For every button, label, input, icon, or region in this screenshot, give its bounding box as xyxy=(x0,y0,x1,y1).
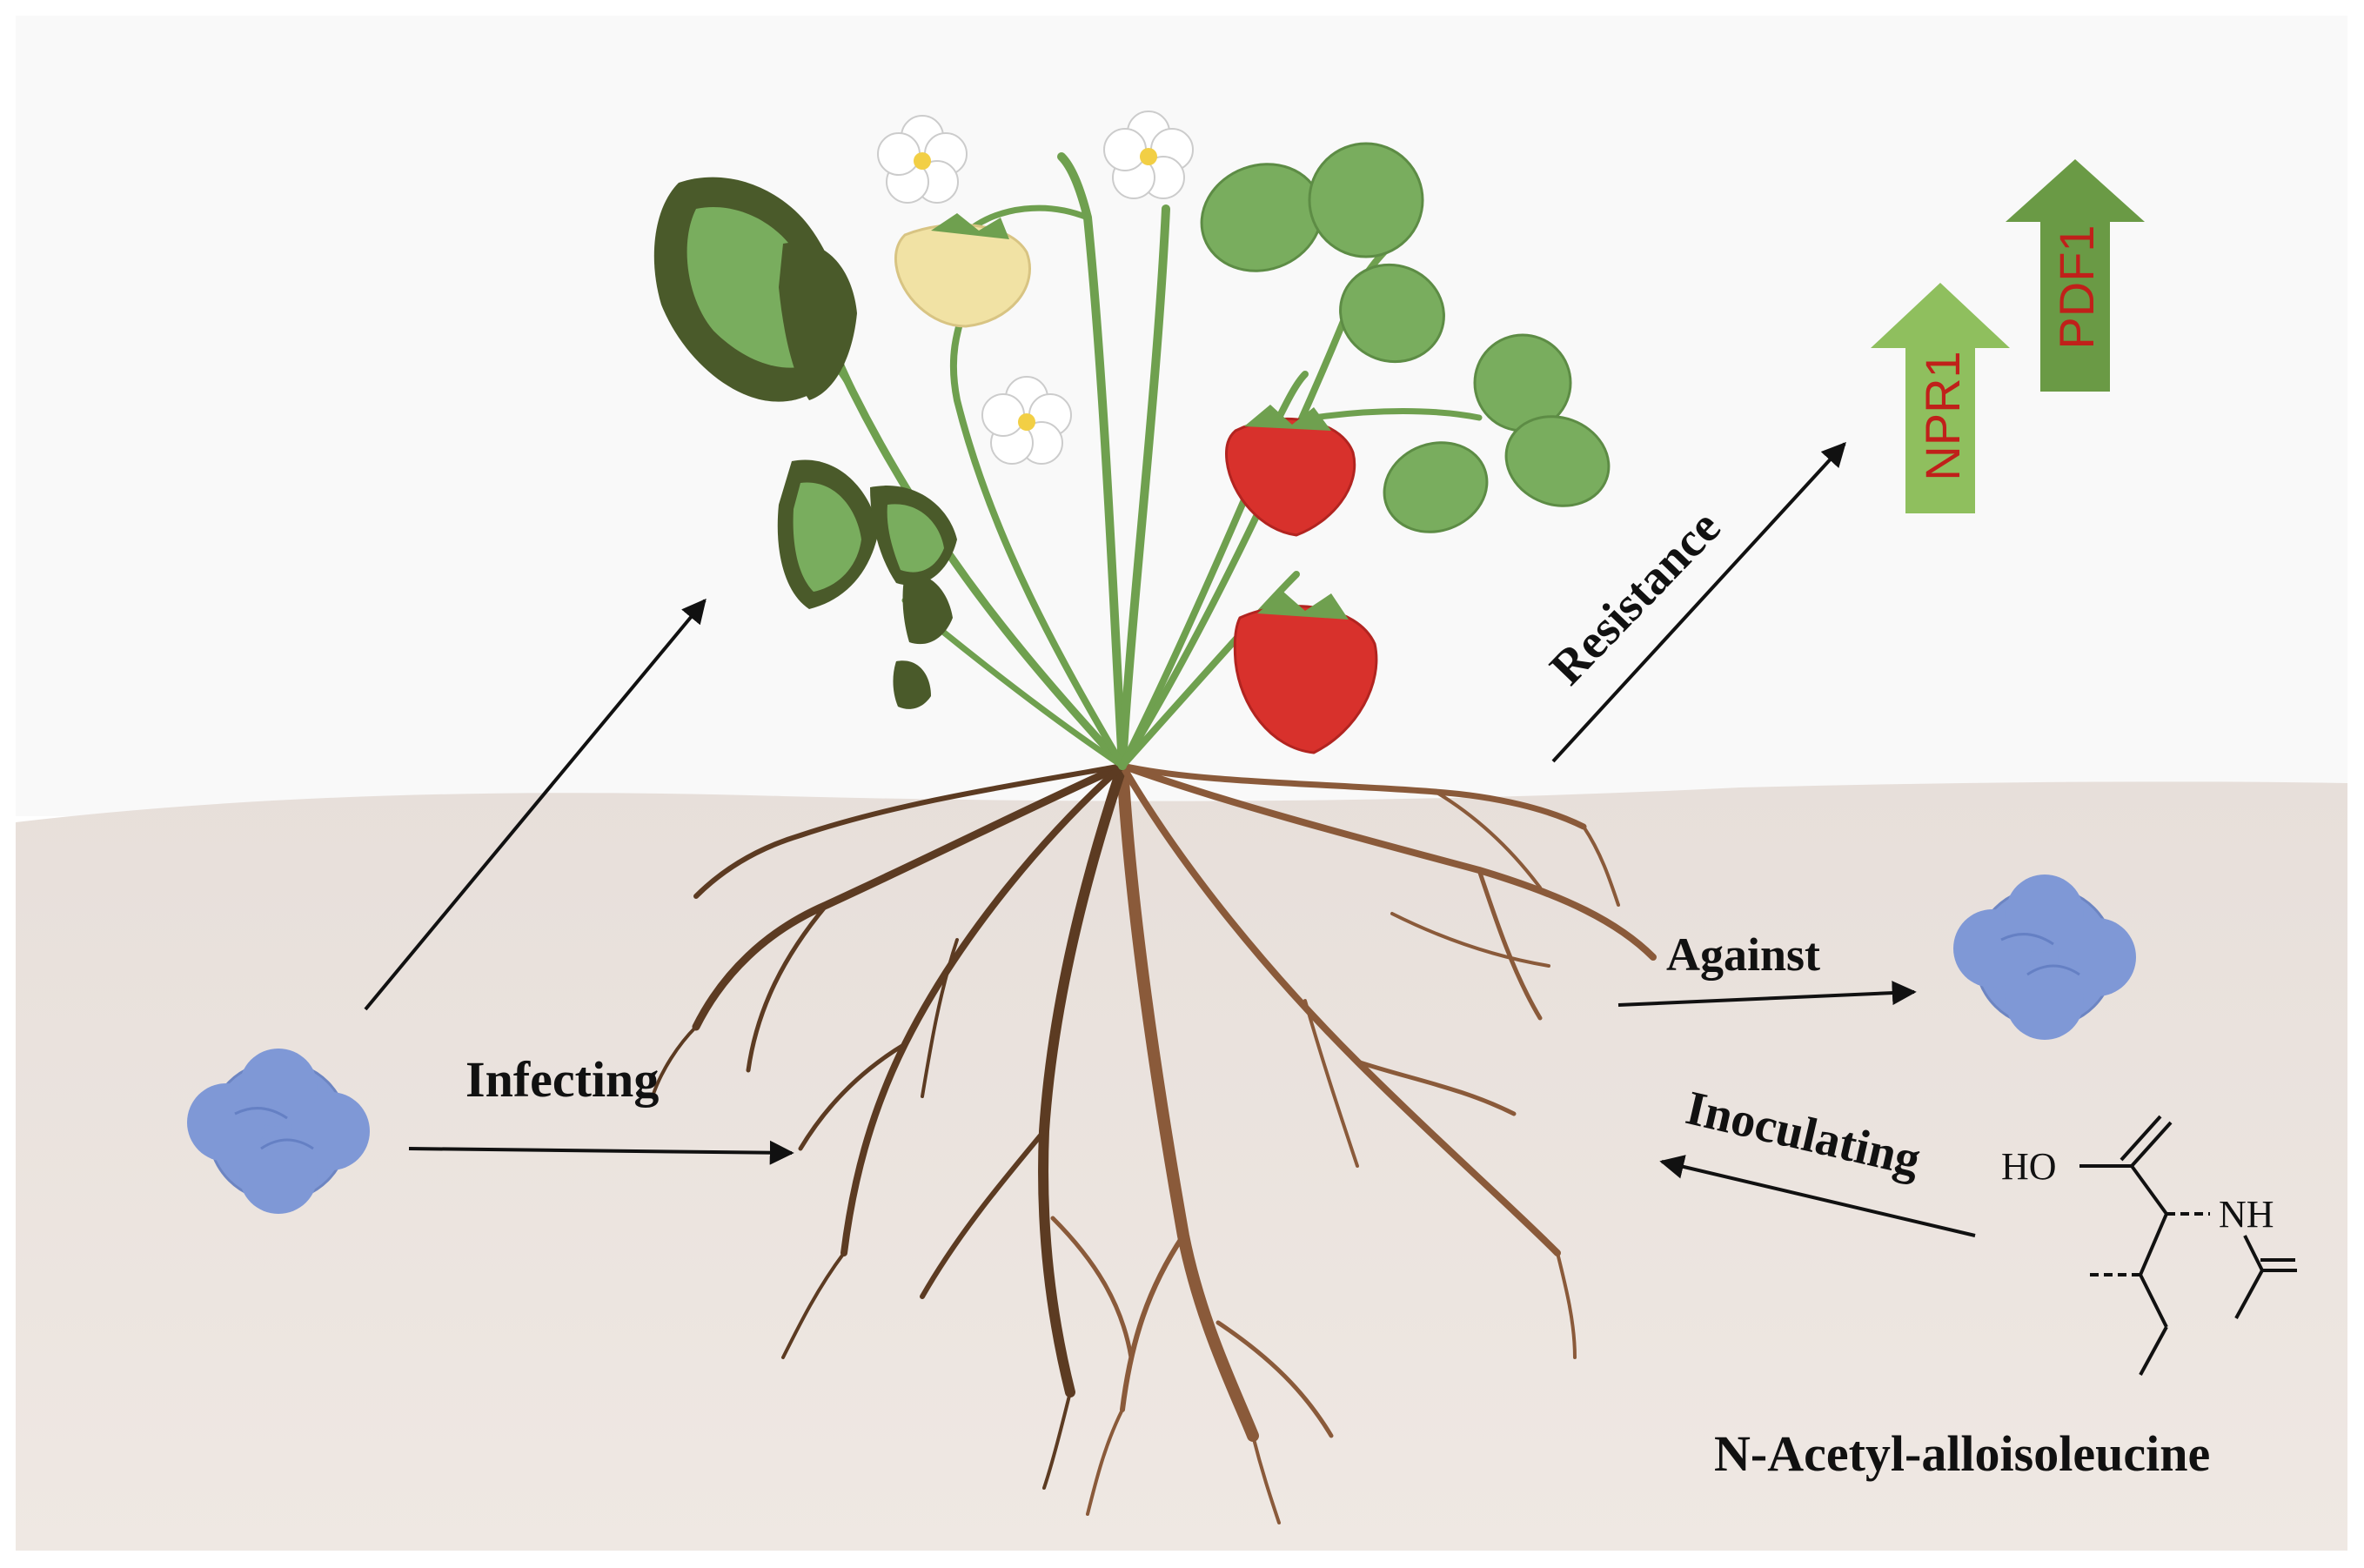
pathogen-right xyxy=(1953,874,2136,1040)
label-against: Against xyxy=(1666,928,1820,981)
arrow-inoculating xyxy=(1659,1155,1976,1237)
gene-npr1-arrow: NPR1 xyxy=(1871,283,2010,513)
pathogen-left xyxy=(187,1049,370,1214)
gene-pdf1-arrow: PDF1 xyxy=(2006,159,2145,392)
label-infecting: Infecting xyxy=(465,1051,659,1108)
arrow-pathogen-to-shoot xyxy=(364,598,707,1011)
gene-pdf1-label: PDF1 xyxy=(2049,224,2104,349)
compound-name: N-Acetyl-alloisoleucine xyxy=(1714,1425,2210,1482)
arrows xyxy=(364,441,1976,1237)
strawberries xyxy=(894,213,1378,754)
arrow-infecting xyxy=(408,1140,794,1165)
chemical-structure xyxy=(2079,1115,2297,1376)
soil-area xyxy=(16,781,2347,1551)
arrow-resistance xyxy=(1551,441,1846,763)
chem-amine: NH xyxy=(2219,1193,2274,1236)
gene-npr1-label: NPR1 xyxy=(1915,351,1970,480)
flowers xyxy=(877,111,1194,465)
diseased-leaves xyxy=(653,177,957,709)
chem-hydroxyl: HO xyxy=(2001,1145,2057,1188)
arrow-against xyxy=(1617,981,1917,1007)
healthy-leaves xyxy=(1200,142,1611,533)
roots xyxy=(651,760,1657,1524)
